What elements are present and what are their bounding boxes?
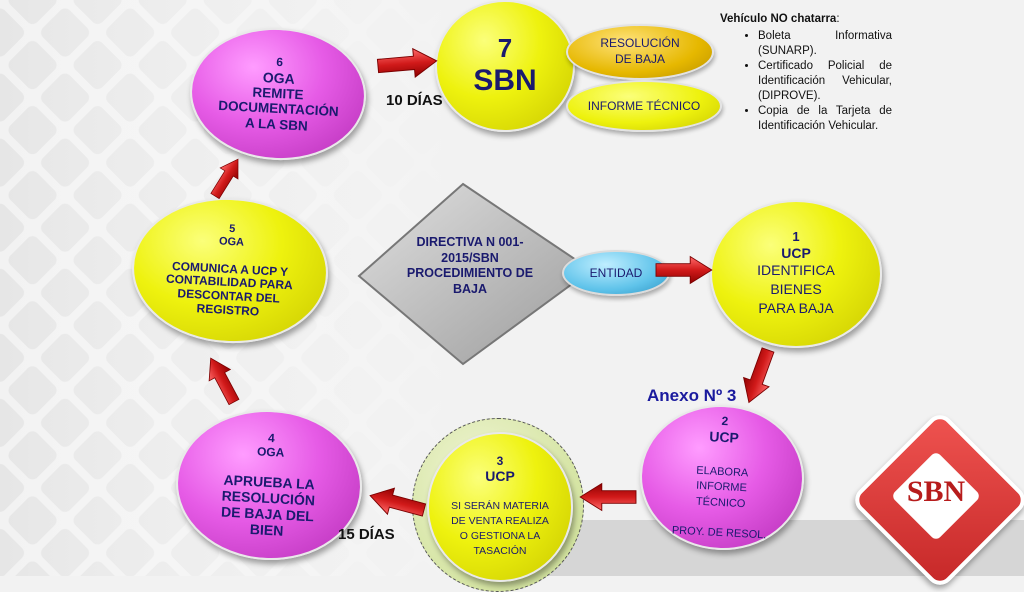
requirement-item: Copia de la Tarjeta de Identificación Ve… [758, 104, 892, 134]
annex-label: Anexo Nº 3 [647, 386, 737, 405]
output-report-badge: INFORME TÉCNICO [566, 80, 722, 132]
output-report-label: INFORME TÉCNICO [587, 99, 701, 113]
output-resolution-badge: RESOLUCIÓN DE BAJA [566, 24, 714, 80]
sbn-logo-text: SBN [906, 475, 966, 508]
duration-10-days: 10 DÍAS [386, 92, 443, 109]
arrow-entity-to-step1 [655, 256, 713, 284]
step-7-number: 7 [497, 32, 513, 63]
requirement-item: Certificado Policial de Identificación V… [758, 59, 892, 104]
arrow-step1-to-step2 [735, 344, 782, 408]
entity-badge: ENTIDAD [562, 250, 670, 296]
requirements-list: Boleta Informativa (SUNARP). Certificado… [720, 29, 892, 134]
step-3-node: 3 UCP SI SERÁN MATERIA DE VENTA REALIZA … [427, 432, 573, 582]
step-1-org: UCP [781, 245, 811, 262]
step-1-number: 1 [792, 229, 800, 245]
step-7-node: 7 SBN [435, 0, 575, 132]
arrow-step2-to-step3 [579, 483, 637, 511]
requirements-title: Vehículo NO chatarra [720, 13, 837, 25]
requirement-item: Boleta Informativa (SUNARP). [758, 29, 892, 59]
arrow-step3-to-step4 [366, 482, 428, 524]
directive-label: DIRECTIVA N 001-2015/SBN PROCEDIMIENTO D… [406, 235, 534, 296]
requirements-note: Vehículo NO chatarra: Boleta Informativa… [720, 12, 892, 134]
output-resolution-label: RESOLUCIÓN DE BAJA [600, 36, 680, 66]
step-1-node: 1 UCP IDENTIFICA BIENES PARA BAJA [710, 200, 882, 348]
directive-diamond [357, 182, 593, 366]
arrow-step6-to-step7 [376, 46, 439, 81]
requirements-title-suffix: : [836, 13, 840, 25]
step-3-org: UCP [485, 468, 515, 485]
arrow-step5-to-step6 [205, 153, 248, 202]
step-3-desc: SI SERÁN MATERIA DE VENTA REALIZA O GEST… [451, 499, 549, 558]
requirements-title-line: Vehículo NO chatarra: [720, 12, 892, 27]
step-1-desc: IDENTIFICA BIENES PARA BAJA [757, 262, 835, 316]
arrow-step4-to-step5 [199, 352, 245, 409]
entity-label: ENTIDAD [589, 266, 643, 280]
step-3-number: 3 [496, 453, 504, 468]
step-7-org: SBN [473, 63, 537, 97]
duration-15-days: 15 DÍAS [338, 526, 395, 543]
